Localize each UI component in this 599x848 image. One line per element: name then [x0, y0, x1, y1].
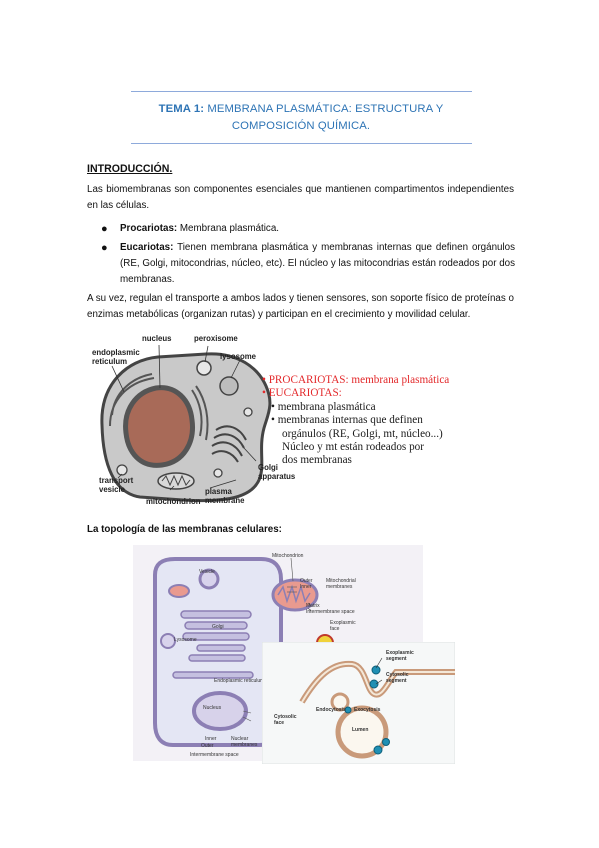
cell-diagram-figure: [100, 344, 272, 503]
membrane-proteins: [344, 665, 390, 755]
fig2-vesicle: Vesicle: [199, 569, 215, 575]
bullet-eucariotas: ● Eucariotas: Tienen membrana plasmática…: [100, 240, 515, 288]
fig2-golgi: Golgi: [212, 624, 224, 630]
fig2-intermembrane2: Intermembrane space: [190, 752, 239, 758]
nucleus-shape: [123, 385, 195, 468]
fig2-outer: Outer: [300, 578, 313, 584]
bullet-dot-icon: ●: [101, 242, 108, 254]
fig2-intermembrane: Intermembrane space: [306, 609, 355, 615]
lysosome-shape: [160, 633, 176, 649]
mito-small: [168, 584, 190, 598]
endocytic-vesicle: [330, 692, 350, 712]
fig2-er: Endoplasmic reticulum: [214, 678, 265, 684]
peroxisome-shape: [196, 360, 212, 376]
title-text: MEMBRANA PLASMÁTICA: ESTRUCTURA Y COMPOS…: [204, 103, 444, 132]
vesicle-shape: [198, 568, 220, 590]
bullet-procariotas: ● Procariotas: Membrana plasmática.: [100, 221, 515, 237]
mitochondrion-shape: [157, 472, 195, 490]
intro-paragraph: Las biomembranas son componentes esencia…: [87, 184, 514, 211]
label-lysosome: lysosome: [220, 352, 256, 361]
transport-vesicle-shape: [116, 464, 128, 476]
er-curves: [109, 373, 209, 441]
golgi-stack: [211, 425, 247, 463]
bullet-term: Eucariotas:: [120, 242, 174, 253]
legend-organulos: orgánulos (RE, Golgi, mt, núcleo...): [282, 427, 443, 440]
fig2-inner: Inner: [300, 584, 312, 590]
lysosome-shape: [219, 376, 239, 396]
legend-membrana: • membrana plasmática: [271, 400, 376, 413]
bullet-dot-icon: ●: [101, 223, 108, 235]
title-rule-top: [131, 91, 472, 92]
topology-heading: La topología de las membranas celulares:: [87, 524, 282, 535]
fig2-matrix: Matrix: [306, 603, 320, 609]
bullet-text: Membrana plasmática.: [177, 223, 279, 234]
fig2-mitochondrion: Mitochondrion: [272, 553, 304, 559]
membrane-bullet-list: ● Procariotas: Membrana plasmática. ● Eu…: [100, 221, 515, 288]
fig3-lumen: Lumen: [352, 727, 369, 733]
legend-dos-membranas: dos membranas: [282, 454, 352, 467]
legend-procariotas: • PROCARIOTAS: membrana plasmática: [262, 374, 450, 386]
document-title: TEMA 1: MEMBRANA PLASMÁTICA: ESTRUCTURA …: [120, 101, 482, 135]
prokaryote-eukaryote-legend: • PROCARIOTAS: membrana plasmática • EUC…: [262, 374, 462, 468]
endocytosis-exocytosis-figure: [262, 642, 455, 764]
label-nucleus: nucleus: [142, 334, 172, 343]
title-rule-bottom: [131, 143, 472, 144]
functions-paragraph: A su vez, regulan el transporte a ambos …: [87, 293, 514, 320]
fig3-exocytosis: Exocytosis: [354, 707, 381, 713]
fig3-endocytosis: Endocytosis: [316, 707, 346, 713]
legend-eucariotas: • EUCARIOTAS:: [262, 387, 342, 400]
bullet-term: Procariotas:: [120, 223, 178, 234]
fig2-inner2: Inner: [205, 736, 217, 742]
label-peroxisome: peroxisome: [194, 334, 238, 343]
lumen-vesicle: [335, 705, 389, 759]
label-mitochondrion: mitochondrion: [146, 497, 201, 506]
mitochondrion-shape: [271, 578, 319, 612]
bullet-text: Tienen membrana plasmática y membranas i…: [120, 242, 515, 285]
intro-heading: INTRODUCCIÓN.: [87, 163, 173, 175]
golgi-cisternae: [172, 610, 254, 679]
fig2-lysosome: Lysosome: [174, 637, 197, 643]
fig2-nucleus: Nucleus: [203, 705, 222, 711]
nucleus-shape: [192, 691, 248, 731]
legend-nucleo-mt: Núcleo y mt están rodeados por: [282, 441, 424, 454]
fig2-outer2: Outer: [201, 743, 214, 749]
title-prefix: TEMA 1:: [158, 103, 205, 115]
legend-membranas-internas: • membranas internas que definen: [271, 414, 423, 427]
